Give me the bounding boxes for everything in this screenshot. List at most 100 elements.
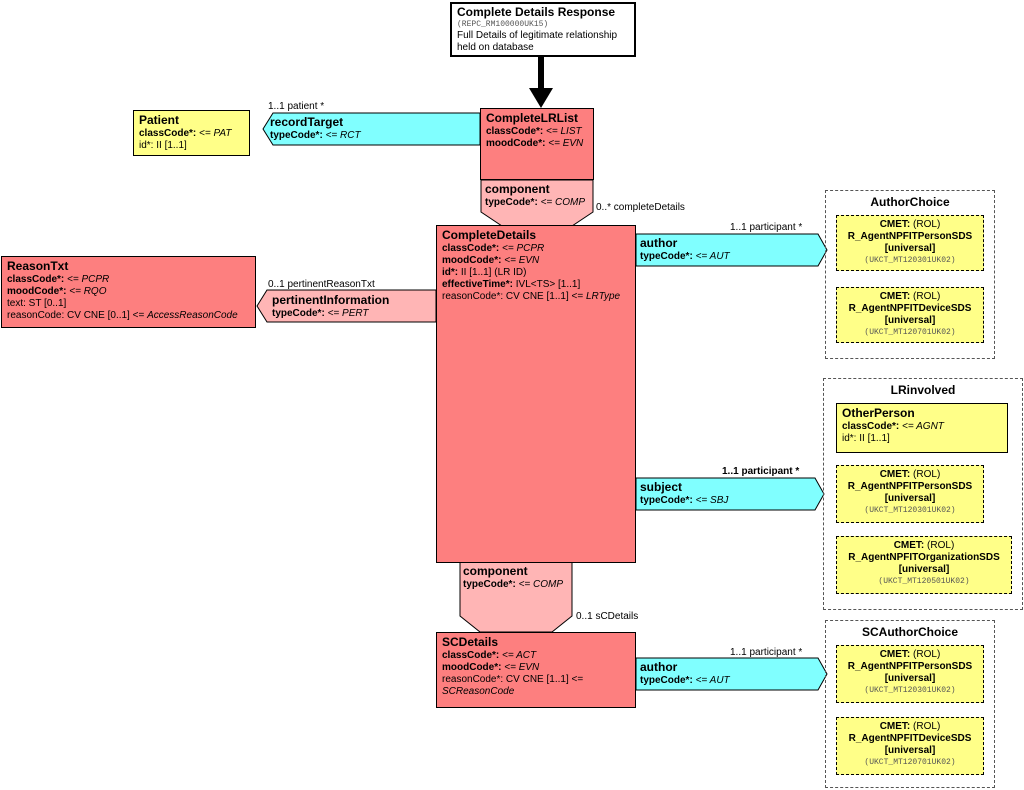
component-2-multiplicity: 0..1 sCDetails (576, 611, 639, 622)
subject: subject typeCode*: <= SBJ (640, 480, 728, 507)
cmet-code: (UKCT_MT120301UK02) (864, 256, 956, 265)
other-person-class-value: <= AGNT (902, 421, 944, 432)
cmet-scope: [universal] (884, 493, 936, 504)
other-person-class-key: classCode*: (842, 421, 900, 432)
author-2: author typeCode*: <= AUT (640, 660, 730, 687)
cmet-name: R_AgentNPFITOrganizationSDS (848, 552, 1000, 563)
complete-details-reason-code: reasonCode*: CV CNE [1..1] <= (442, 291, 584, 302)
component-2: component typeCode*: <= COMP (463, 564, 563, 591)
complete-lr-list-mood-key: moodCode*: (486, 138, 546, 149)
record-target-type-key: typeCode*: (270, 130, 323, 141)
author-1: author typeCode*: <= AUT (640, 236, 730, 263)
cmet-prefix: CMET: (879, 649, 911, 660)
cmet-scope: [universal] (884, 745, 936, 756)
cmet-name: R_AgentNPFITDeviceSDS (848, 733, 972, 744)
other-person-id: id*: II [1..1] (842, 433, 890, 444)
subject-multiplicity: 1..1 participant * (722, 466, 800, 477)
complete-details-mood-key: moodCode*: (442, 255, 502, 266)
reason-txt-mood-key: moodCode*: (7, 286, 67, 297)
cmet-code: (UKCT_MT120301UK02) (864, 686, 956, 695)
complete-details-effective-time-value: IVL<TS> [1..1] (515, 279, 581, 290)
reason-txt-mood-value: <= RQO (69, 286, 107, 297)
entry-point-title: Complete Details Response (457, 5, 616, 19)
lr-involved-cmet-organization: CMET: (ROL) R_AgentNPFITOrganizationSDS … (836, 536, 1012, 594)
patient-class-code-value: <= PAT (199, 128, 232, 139)
author-2-type-key: typeCode*: (640, 675, 693, 686)
author-1-title: author (640, 236, 678, 250)
sc-details-mood-key: moodCode*: (442, 662, 502, 673)
complete-details-id-value: II [1..1] (LR ID) (460, 267, 527, 278)
cmet-code: (UKCT_MT120701UK02) (864, 328, 956, 337)
sc-details-reason-code: reasonCode*: CV CNE [1..1] <= (442, 674, 584, 685)
complete-details-class-key: classCode*: (442, 243, 500, 254)
sc-details-reason-value: SCReasonCode (442, 686, 515, 697)
record-target-title: recordTarget (270, 115, 344, 129)
complete-details-class-value: <= PCPR (502, 243, 545, 254)
entry-point-description: Full Details of legitimate relationship … (457, 30, 618, 53)
cmet-prefix: CMET: (893, 540, 925, 551)
component-1-type-value: <= COMP (540, 197, 586, 208)
cmet-code: (UKCT_MT120301UK02) (864, 506, 956, 515)
complete-lr-list-class-key: classCode*: (486, 126, 544, 137)
complete-details-reason-value: LRType (585, 291, 621, 302)
cmet-name: R_AgentNPFITPersonSDS (847, 481, 973, 492)
author-shape-1 (635, 233, 828, 267)
author-choice-cmet-device: CMET: (ROL) R_AgentNPFITDeviceSDS [unive… (836, 287, 984, 343)
sc-details-class-key: classCode*: (442, 650, 500, 661)
pertinent-information: pertinentInformation typeCode*: <= PERT (272, 293, 389, 320)
cmet-code: (UKCT_MT120501UK02) (878, 577, 970, 586)
author-2-multiplicity: 1..1 participant * (730, 647, 803, 658)
cmet-scope: [universal] (884, 243, 936, 254)
patient-class: Patient classCode*: <= PAT id*: II [1..1… (133, 110, 250, 156)
complete-lr-list-class-value: <= LIST (546, 126, 582, 137)
author-choice-group: AuthorChoice CMET: (ROL) R_AgentNPFITPer… (825, 190, 995, 359)
reason-txt-reason-code: reasonCode: CV CNE [0..1] <= (7, 310, 145, 321)
complete-details-effective-time-key: effectiveTime*: (442, 279, 513, 290)
sc-details-mood-value: <= EVN (504, 662, 540, 673)
patient-title: Patient (139, 113, 180, 127)
cmet-name: R_AgentNPFITDeviceSDS (848, 303, 972, 314)
component-2-type-key: typeCode*: (463, 579, 516, 590)
cmet-name: R_AgentNPFITPersonSDS (847, 661, 973, 672)
record-target: recordTarget typeCode*: <= RCT (270, 115, 361, 142)
pertinent-information-title: pertinentInformation (272, 293, 390, 307)
subject-title: subject (640, 480, 683, 494)
component-1-type-key: typeCode*: (485, 197, 538, 208)
lr-involved-group: LRinvolved OtherPerson classCode*: <= AG… (823, 378, 1023, 610)
author-shape-2 (635, 657, 828, 691)
complete-details-id-key: id*: (442, 267, 459, 278)
complete-lr-list-class: CompleteLRList classCode*: <= LIST moodC… (480, 108, 594, 180)
cmet-kind: (ROL) (913, 649, 941, 660)
record-target-type-value: <= RCT (325, 130, 361, 141)
reason-txt-class-key: classCode*: (7, 274, 65, 285)
component-2-type-value: <= COMP (518, 579, 564, 590)
record-target-multiplicity: 1..1 patient * (268, 101, 325, 112)
cmet-kind: (ROL) (913, 219, 941, 230)
other-person-class: OtherPerson classCode*: <= AGNT id*: II … (836, 403, 1008, 453)
reason-txt-text: text: ST [0..1] (7, 298, 67, 309)
reason-txt-reason-value: AccessReasonCode (147, 310, 238, 321)
patient-id: id*: II [1..1] (139, 140, 187, 151)
cmet-prefix: CMET: (879, 219, 911, 230)
sc-author-choice-group: SCAuthorChoice CMET: (ROL) R_AgentNPFITP… (825, 620, 995, 788)
reason-txt-class: ReasonTxt classCode*: <= PCPR moodCode*:… (1, 256, 256, 328)
reason-txt-class-value: <= PCPR (67, 274, 110, 285)
subject-shape (635, 477, 825, 511)
author-1-type-key: typeCode*: (640, 251, 693, 262)
component-1-multiplicity: 0..* completeDetails (596, 202, 685, 213)
cmet-code: (UKCT_MT120701UK02) (864, 758, 956, 767)
sc-author-choice-cmet-person: CMET: (ROL) R_AgentNPFITPersonSDS [unive… (836, 645, 984, 703)
complete-lr-list-title: CompleteLRList (486, 111, 579, 125)
cmet-scope: [universal] (884, 673, 936, 684)
sc-details-class-value: <= ACT (502, 650, 537, 661)
cmet-scope: [universal] (884, 315, 936, 326)
complete-details-class: CompleteDetails classCode*: <= PCPR mood… (436, 225, 636, 563)
cmet-kind: (ROL) (913, 721, 941, 732)
sc-author-choice-cmet-device: CMET: (ROL) R_AgentNPFITDeviceSDS [unive… (836, 717, 984, 775)
entry-point-arrowhead (529, 88, 553, 108)
author-1-type-value: <= AUT (695, 251, 730, 262)
sc-details-title: SCDetails (442, 635, 499, 649)
subject-type-key: typeCode*: (640, 495, 693, 506)
lr-involved-cmet-person: CMET: (ROL) R_AgentNPFITPersonSDS [unive… (836, 465, 984, 523)
